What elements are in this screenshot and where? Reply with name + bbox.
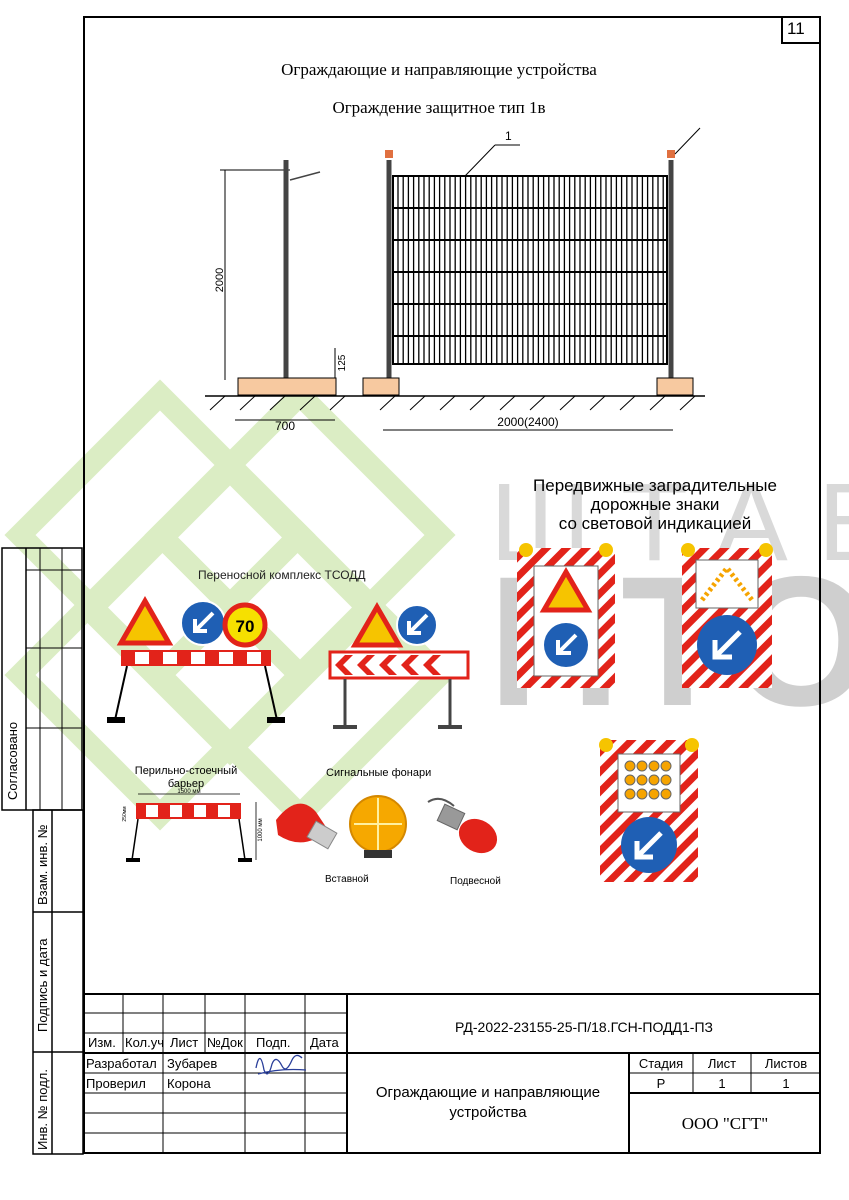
barrier-drawing: 1500 мм 250мм 1000 мм	[122, 789, 264, 862]
doc-code: РД-2022-23155-25-П/18.ГСН-ПОДД1-ПЗ	[454, 1019, 713, 1035]
fence-side-view: 2000 125 700	[214, 160, 348, 433]
tsodd-set-2	[328, 602, 470, 729]
mobile-signs-heading-line3: со световой индикацией	[558, 514, 752, 533]
col-sheet: Лист	[170, 1035, 199, 1050]
stamp-inv-original: Инв. № подл.	[35, 1069, 50, 1150]
stamp-agreed: Согласовано	[5, 721, 20, 800]
fence-front-view: 1 2000(2400)	[362, 127, 701, 431]
roadworks-sign-icon	[116, 595, 174, 646]
stamp-inv-replace: Взам. инв. №	[35, 824, 50, 905]
side-stamp-grid	[1, 547, 84, 1155]
barrier-label-line1: Перильно-стоечный	[134, 765, 238, 777]
col-change: Изм.	[88, 1035, 116, 1050]
mobile-signs-heading: Передвижные заградительные дорожные знак…	[470, 476, 840, 533]
signature	[255, 1054, 307, 1075]
name-developer: Зубарев	[167, 1056, 218, 1071]
lamp-hanging-icon	[427, 797, 498, 854]
title-block-grid	[83, 993, 821, 1154]
dim-width: 2000(2400)	[497, 415, 558, 429]
mobile-sign-light-panel	[599, 738, 699, 882]
dim-small: 125	[337, 354, 348, 371]
barrier-label: Перильно-стоечный барьер	[126, 765, 246, 791]
chevron-board	[328, 650, 470, 680]
tsodd-label: Переносной комплекс ТСОДД	[198, 568, 366, 582]
roadworks-sign-icon	[539, 567, 593, 613]
barrier-label-line2: барьер	[167, 778, 205, 790]
col-doc: №Док	[207, 1035, 243, 1050]
tsodd-set-1: 70	[107, 595, 285, 723]
fence-drawing: 2000 125 700 1 2000(2400)	[205, 127, 705, 433]
barrier-dim-height: 1000 мм	[258, 818, 264, 841]
mobile-signs-heading-line2: дорожные знаки	[590, 495, 720, 514]
lamp-insert-label: Вставной	[325, 874, 369, 885]
stage-label: Стадия	[638, 1056, 684, 1071]
doc-title-line2: устройства	[449, 1104, 527, 1121]
page-title: Ограждающие и направляющие устройства	[281, 60, 597, 79]
dim-base: 700	[275, 419, 295, 433]
doc-title-line1: Ограждающие и направляющие	[375, 1084, 601, 1101]
dim-height: 2000	[214, 268, 226, 292]
stamp-sign-date: Подпись и дата	[35, 938, 50, 1032]
company-name: ООО "СГТ"	[681, 1114, 769, 1133]
role-developer: Разработал	[86, 1056, 157, 1071]
barrier-dim-bar: 250мм	[122, 806, 128, 822]
roadworks-sign-icon	[350, 602, 404, 648]
sheet-label: Лист	[707, 1056, 737, 1071]
sheets-value: 1	[782, 1076, 790, 1091]
col-qty: Кол.уч	[125, 1035, 164, 1050]
tsodd-drawing: 70	[107, 595, 470, 729]
stage-value: Р	[656, 1076, 666, 1091]
lamps-drawing	[276, 795, 498, 858]
lamp-yellow-icon	[349, 795, 407, 858]
speed-limit-value: 70	[236, 617, 255, 636]
lamp-hanging-label: Подвесной	[450, 876, 501, 887]
col-sign: Подп.	[256, 1035, 291, 1050]
speed-limit-sign-icon	[222, 602, 268, 648]
drawing-frame	[83, 16, 821, 1154]
barrier-dim-width: 1500 мм	[177, 789, 200, 795]
mobile-sign-roadworks	[517, 543, 615, 688]
mobile-signs	[517, 543, 773, 882]
sheets-label: Листов	[764, 1056, 808, 1071]
role-checker: Проверил	[86, 1076, 146, 1091]
col-date: Дата	[310, 1035, 339, 1050]
name-checker: Корона	[167, 1076, 211, 1091]
fence-leader-label: 1	[505, 129, 512, 143]
mobile-sign-arrow-panel	[681, 543, 773, 688]
lamp-insert-icon	[276, 803, 338, 850]
sheet-value: 1	[718, 1076, 726, 1091]
mobile-signs-heading-line1: Передвижные заградительные	[533, 476, 777, 495]
doc-title: Ограждающие и направляющие устройства	[347, 1083, 629, 1123]
page-subtitle: Ограждение защитное тип 1в	[332, 98, 546, 117]
sheet-number: 11	[781, 16, 821, 44]
lamps-heading: Сигнальные фонари	[326, 767, 432, 779]
